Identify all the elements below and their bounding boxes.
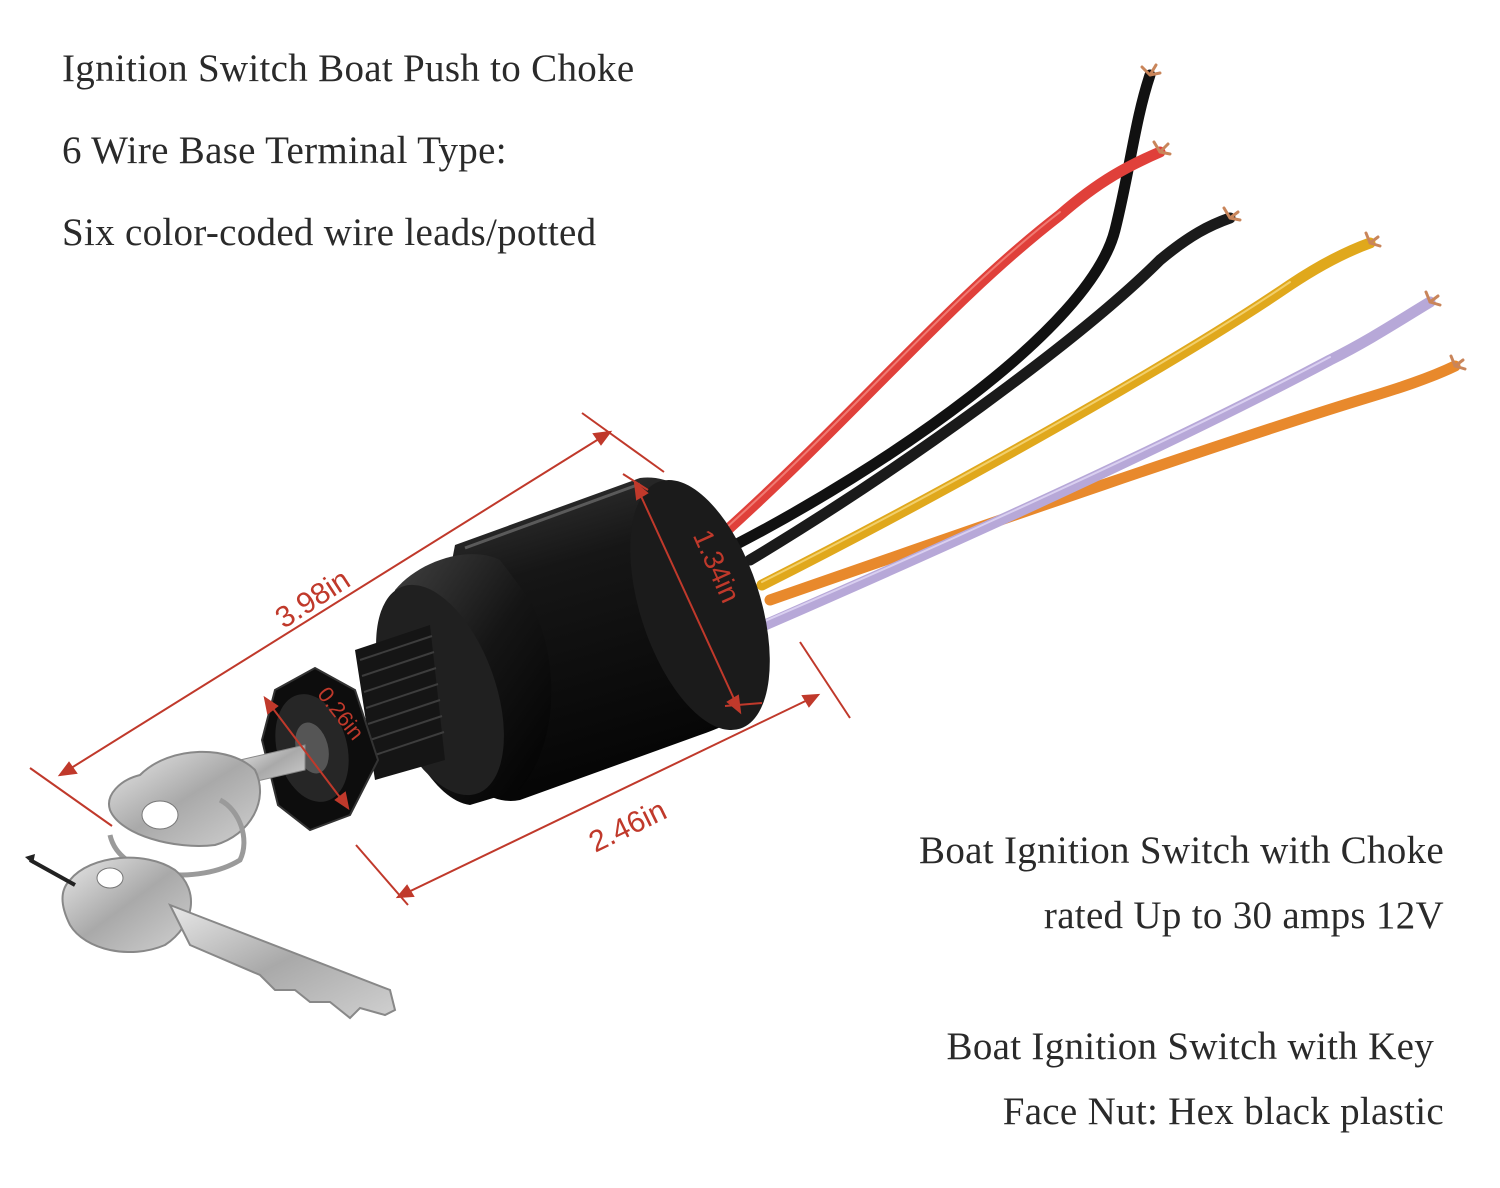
dimension-lines [29,412,851,906]
key-head-lower [61,856,192,953]
wire-purple [759,296,1436,631]
dimension-overall-length: 3.98in [270,563,357,635]
caption-with-key: Boat Ignition Switch with Key [946,1025,1434,1068]
wire-black-2 [744,212,1236,566]
caption-title: Ignition Switch Boat Push to Choke [62,47,635,90]
wire-orange [764,360,1461,606]
wire-bundle [719,63,1467,631]
caption-rating: rated Up to 30 amps 12V [1043,894,1444,937]
key-set [25,744,397,1020]
caption-face-nut: Face Nut: Hex black plastic [1002,1090,1444,1133]
wire-yellow [756,237,1376,591]
caption-wire-leads: Six color-coded wire leads/potted [62,211,597,254]
caption-choke: Boat Ignition Switch with Choke [919,829,1444,872]
key-head-upper [108,750,261,847]
wire-red [719,146,1166,538]
switch-body [260,477,770,832]
dimension-body-length: 2.46in [584,794,672,859]
wire-black-1 [729,69,1156,551]
key-blade [167,903,397,1020]
wire-tips [1140,63,1467,371]
caption-terminal-type: 6 Wire Base Terminal Type: [62,129,507,172]
